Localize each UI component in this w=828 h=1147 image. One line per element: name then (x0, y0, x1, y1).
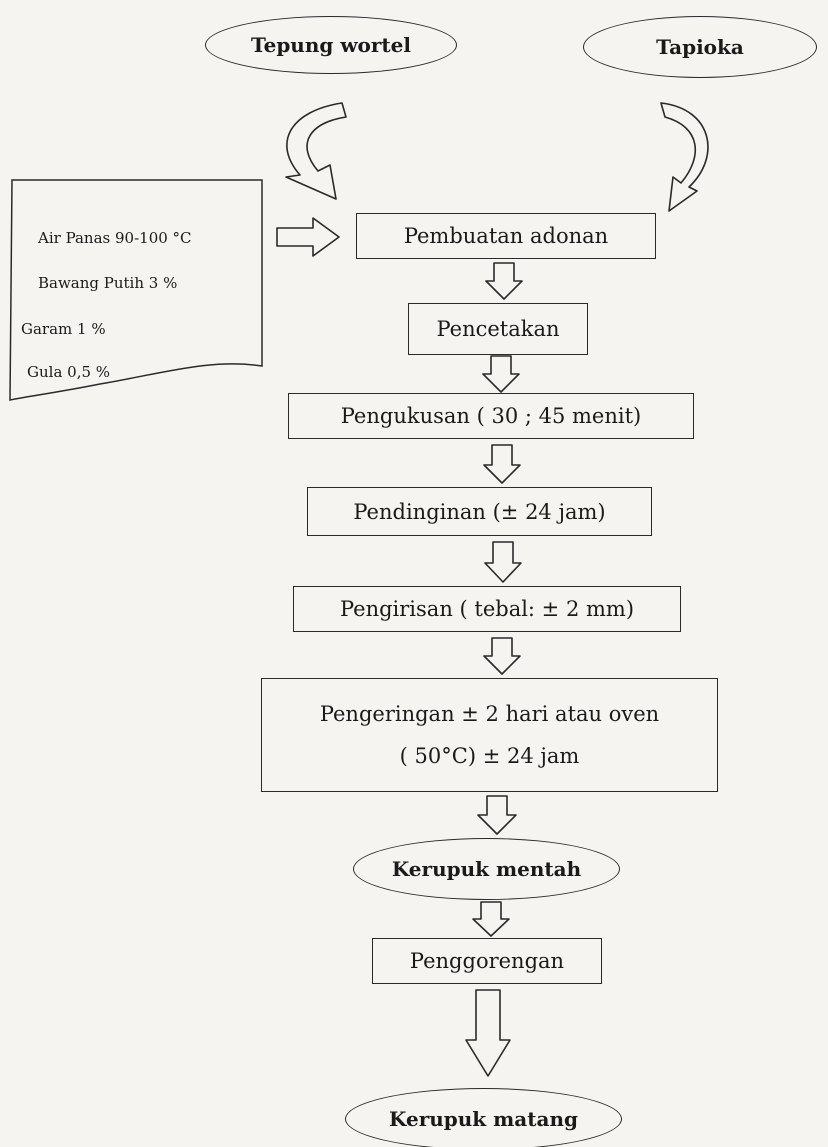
ingredient-item: Gula 0,5 % (27, 363, 111, 381)
input-oval-tepung-wortel: Tepung wortel (205, 16, 457, 74)
block-arrow-down (484, 541, 522, 583)
block-arrow-down (477, 795, 517, 835)
step-pengukusan: Pengukusan ( 30 ; 45 menit) (288, 393, 694, 439)
block-arrow-down (483, 637, 521, 675)
step-label: Pengukusan ( 30 ; 45 menit) (340, 404, 642, 428)
step-label: Penggorengan (409, 949, 565, 973)
output-oval-kerupuk-mentah: Kerupuk mentah (353, 838, 620, 900)
block-arrow-down (472, 901, 510, 937)
input-oval-tapioka: Tapioka (583, 16, 817, 78)
step-pengeringan: Pengeringan ± 2 hari atau oven ( 50°C) ±… (261, 678, 718, 792)
ingredient-note: Air Panas 90-100 °C Bawang Putih 3 % Gar… (0, 170, 270, 410)
block-arrow-down (482, 355, 520, 393)
step-label-line-2: ( 50°C) ± 24 jam (399, 744, 580, 768)
curved-arrow-left (285, 102, 347, 200)
ingredient-item: Garam 1 % (21, 320, 106, 338)
output-oval-kerupuk-matang: Kerupuk matang (345, 1088, 622, 1147)
input-label-tepung-wortel: Tepung wortel (251, 33, 411, 57)
step-pengirisan: Pengirisan ( tebal: ± 2 mm) (293, 586, 681, 632)
step-label-line-1: Pengeringan ± 2 hari atau oven (319, 702, 660, 726)
block-arrow-down (485, 262, 523, 300)
step-label: Pengirisan ( tebal: ± 2 mm) (339, 597, 635, 621)
step-pendinginan: Pendinginan (± 24 jam) (307, 487, 652, 536)
step-label: Pendinginan (± 24 jam) (353, 499, 606, 524)
note-outline (9, 179, 263, 401)
input-label-tapioka: Tapioka (656, 35, 744, 59)
output-label-mentah: Kerupuk mentah (391, 857, 582, 881)
step-penggorengan: Penggorengan (372, 938, 602, 984)
step-pencetakan: Pencetakan (408, 303, 588, 355)
curved-arrow-right (660, 102, 709, 212)
step-label: Pencetakan (436, 317, 560, 341)
ingredient-item: Air Panas 90-100 °C (38, 229, 192, 247)
step-pembuatan-adonan: Pembuatan adonan (356, 213, 656, 259)
block-arrow-down (465, 989, 511, 1077)
block-arrow-right (276, 217, 340, 257)
ingredient-item: Bawang Putih 3 % (38, 274, 178, 292)
block-arrow-down (483, 444, 521, 484)
output-label-matang: Kerupuk matang (389, 1107, 578, 1131)
step-label: Pembuatan adonan (403, 224, 609, 248)
